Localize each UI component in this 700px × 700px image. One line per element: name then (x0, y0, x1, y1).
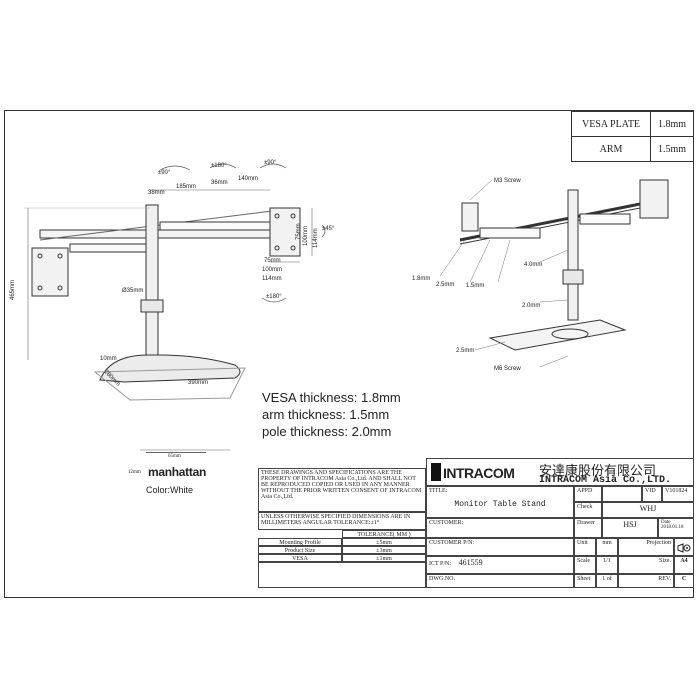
sheet-value: 1 of (596, 574, 618, 588)
thickness-arm: arm thickness: 1.5mm (262, 407, 390, 422)
scale-value: 1/1 (596, 556, 618, 574)
size-value: A4 (674, 556, 694, 574)
color-label: Color:White (146, 485, 194, 495)
vid-value: V101824 (662, 486, 694, 502)
dwg-label: DWG.NO. (426, 574, 574, 588)
copyright-note: THESE DRAWINGS AND SPECIFICATIONS ARE TH… (258, 468, 426, 512)
drawing-frame (4, 110, 694, 598)
dim-v100: 100mm (303, 226, 309, 246)
dim-pole: Ø35mm (122, 288, 143, 294)
notes-filler (258, 562, 426, 588)
tolerance-value: ±3mm (342, 546, 426, 554)
label-t25b: 2.5mm (456, 348, 474, 354)
dim-v75: 75mm (296, 223, 302, 240)
dim-465: 465mm (10, 280, 16, 300)
dim-140: 140mm (238, 176, 258, 182)
vid-label: VID (642, 486, 662, 502)
intracom-logo-text: INTRACOM (443, 465, 515, 481)
title-label: TITLE: (429, 488, 448, 494)
title-value: Monitor Table Stand (454, 500, 546, 509)
rev-value: C (674, 574, 694, 588)
tolerance-value: ±5mm (342, 538, 426, 546)
tolerance-name: VESA (258, 554, 342, 562)
dim-v114: 114mm (313, 228, 319, 248)
check-label: Check (574, 502, 602, 518)
company-sub: INTRACOM Asia Co.,LTD. (539, 475, 672, 486)
drawer-label: Drawer (574, 518, 602, 538)
appd-label: APPD (574, 486, 602, 502)
title-cell: TITLE: Monitor Table Stand (426, 486, 574, 518)
ict-pn-label: ICT P/N: (429, 561, 452, 567)
spec-value: 1.8mm (650, 111, 694, 137)
customer-pn-label: CUSTOMER P/N: (426, 538, 574, 556)
dim-390: 390mm (188, 380, 208, 386)
iso-view-drawing: M3 Screw 1.8mm 2.5mm 1.5mm 4.0mm 2.0mm 2… (412, 178, 669, 372)
logo-height-label: 12mm (128, 470, 141, 475)
thickness-vesa: VESA thickness: 1.8mm (262, 390, 401, 405)
company-chinese: 安達康股份有限公司 (539, 463, 657, 478)
dim-h75: 75mm (264, 258, 281, 264)
dim-36: 36mm (211, 180, 228, 186)
spec-label: VESA PLATE (571, 111, 651, 137)
spec-row: ARM 1.5mm (571, 136, 694, 162)
sheet-label: Sheet (574, 574, 596, 588)
tolerance-note-text: UNLESS OTHERWISE SPECIFIED DIMENSIONS AR… (261, 514, 411, 526)
spec-table: VESA PLATE 1.8mm ARM 1.5mm (571, 111, 694, 162)
date-label: Date (661, 520, 671, 525)
intracom-logo-mark (431, 463, 441, 481)
dim-rot90b: ±90° (264, 160, 277, 166)
dim-rot90a: ±90° (158, 170, 171, 176)
ict-pn-cell: ICT P/N: 461559 (426, 556, 574, 574)
tolerance-name: Mounting Profile (258, 538, 342, 546)
check-value: WHJ (602, 502, 694, 518)
dim-tilt: ±45° (322, 226, 335, 232)
label-m6: M6 Screw (494, 366, 521, 372)
label-t18: 1.8mm (412, 276, 430, 282)
dim-185: 185mm (176, 184, 196, 190)
date-cell: Date 2018.01.18 (658, 518, 694, 538)
copyright-text: THESE DRAWINGS AND SPECIFICATIONS ARE TH… (261, 470, 422, 500)
unit-value: mm (596, 538, 618, 556)
dim-10: 10mm (100, 356, 117, 362)
label-t25a: 2.5mm (436, 282, 454, 288)
dim-rot180: ±180° (266, 294, 282, 300)
tolerance-header: TOLERANCE( MM ) (342, 530, 426, 538)
unit-label: Unit (574, 538, 596, 556)
tolerance-value: ±1mm (342, 554, 426, 562)
manhattan-logo: manhattan (148, 465, 206, 479)
dim-h100: 100mm (262, 267, 282, 273)
drawer-value: HSJ (602, 518, 658, 538)
ict-pn-value: 461559 (458, 558, 483, 567)
rev-label: REV. (618, 574, 674, 588)
label-t15: 1.5mm (466, 283, 484, 289)
customer-label: CUSTOMER: (426, 518, 574, 538)
scale-label: Scale (574, 556, 596, 574)
label-t40: 4.0mm (524, 262, 542, 268)
projection-label: Projection (618, 538, 674, 556)
thickness-pole: pole thickness: 2.0mm (262, 424, 392, 439)
label-m3: M3 Screw (494, 178, 521, 184)
tolerance-name: Product Size (258, 546, 342, 554)
spec-label: ARM (571, 136, 651, 162)
appd-value (602, 486, 642, 502)
spec-row: VESA PLATE 1.8mm (571, 111, 694, 137)
date-value: 2018.01.18 (661, 525, 684, 530)
dim-h114: 114mm (262, 276, 282, 282)
size-label: Size. (618, 556, 674, 574)
spec-value: 1.5mm (650, 136, 694, 162)
tolerance-note: UNLESS OTHERWISE SPECIFIED DIMENSIONS AR… (258, 512, 426, 530)
logo-scale-label: 65mm (168, 454, 181, 459)
company-block: INTRACOM 安達康股份有限公司 INTRACOM Asia Co.,LTD… (426, 458, 694, 486)
label-t20: 2.0mm (522, 303, 540, 309)
dim-38: 38mm (148, 190, 165, 196)
front-view-drawing: ±90° ±180° ±90° 38mm 185mm 36mm 140mm 46… (10, 160, 335, 451)
projection-symbol-icon (674, 538, 694, 556)
dim-rot180top: ±180° (211, 163, 227, 169)
logo-scale-line (146, 452, 206, 453)
